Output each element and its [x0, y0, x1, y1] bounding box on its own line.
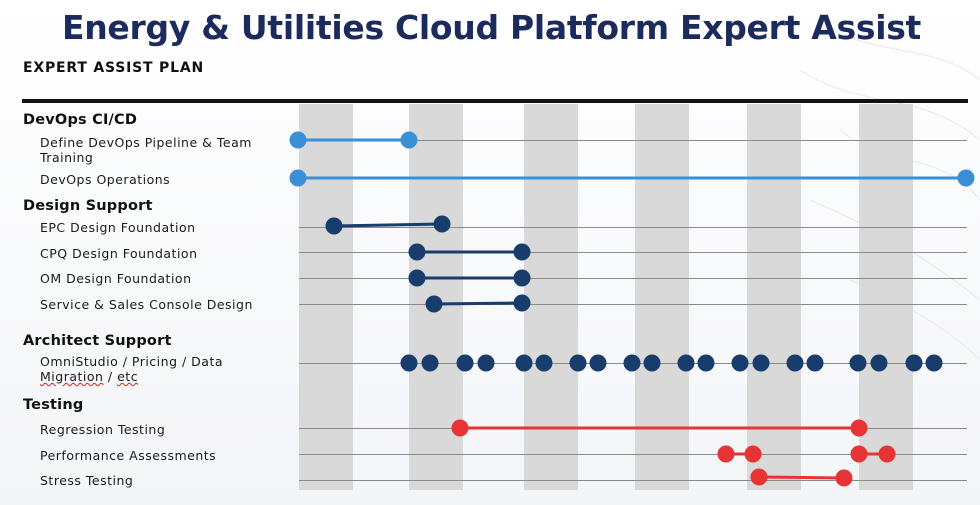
- row-line: [299, 480, 967, 481]
- row-line: [299, 278, 967, 279]
- bar-performance-assessments-2: [850, 445, 896, 463]
- dots-omnistudio: [400, 354, 943, 372]
- row-line: [299, 252, 967, 253]
- row-line: [299, 454, 967, 455]
- task-label: OM Design Foundation: [40, 271, 192, 286]
- timeline-band: [524, 104, 578, 490]
- task-label: OmniStudio / Pricing / Data Migration / …: [40, 354, 224, 384]
- task-label: CPQ Design Foundation: [40, 246, 198, 261]
- task-label: Stress Testing: [40, 473, 134, 488]
- row-line: [299, 140, 967, 141]
- bar-stress-testing: [750, 468, 853, 487]
- timeline-band: [635, 104, 689, 490]
- bar-regression-testing: [451, 419, 868, 437]
- bar-epc-design: [325, 215, 451, 235]
- bar-service-sales-console: [425, 294, 531, 313]
- task-label: Service & Sales Console Design: [40, 297, 253, 312]
- bar-devops-operations: [289, 169, 975, 187]
- page-title: Energy & Utilities Cloud Platform Expert…: [62, 8, 922, 47]
- category-architect-support: Architect Support: [23, 333, 172, 349]
- timeline-band: [299, 104, 353, 490]
- bar-define-devops-pipeline: [289, 131, 418, 149]
- category-devops: DevOps CI/CD: [23, 112, 138, 128]
- task-label: DevOps Operations: [40, 172, 171, 187]
- row-line: [299, 227, 967, 228]
- bar-performance-assessments-1: [717, 445, 762, 463]
- task-label: Regression Testing: [40, 422, 166, 437]
- timeline-band: [859, 104, 913, 490]
- plan-subtitle: EXPERT ASSIST PLAN: [23, 60, 204, 76]
- header-rule: [22, 99, 968, 103]
- category-testing: Testing: [23, 397, 84, 413]
- row-line: [299, 304, 967, 305]
- task-label: Performance Assessments: [40, 448, 217, 463]
- task-label: EPC Design Foundation: [40, 220, 196, 235]
- timeline-band: [747, 104, 801, 490]
- category-design-support: Design Support: [23, 198, 153, 214]
- bar-om-design: [408, 269, 531, 287]
- bar-cpq-design: [408, 243, 531, 261]
